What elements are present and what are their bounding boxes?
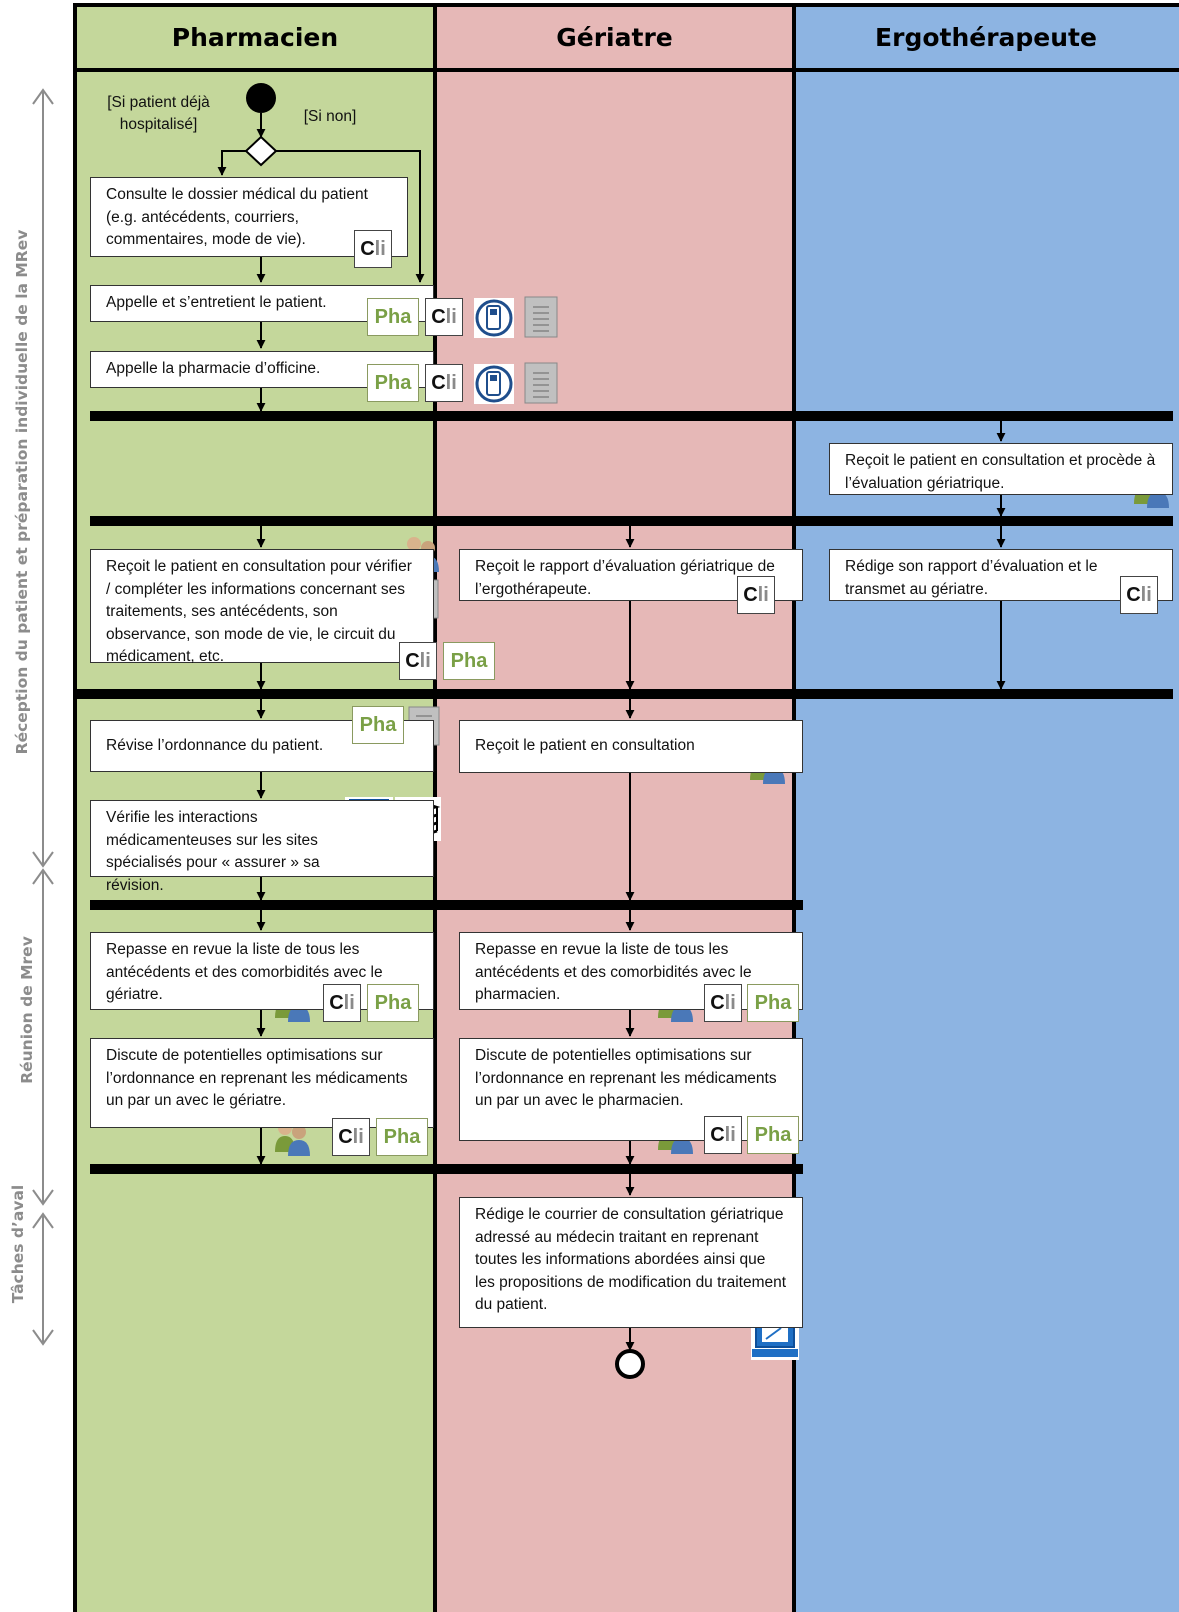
header-bottom-border bbox=[73, 68, 1179, 72]
step-recoit-patient-consultation: Reçoit le patient en consultation bbox=[459, 720, 803, 773]
sync-bar bbox=[90, 411, 1173, 421]
decision-node bbox=[244, 135, 278, 167]
step-consulte-dossier: Consulte le dossier médical du patient (… bbox=[90, 177, 408, 257]
lane-header-pharmacien: Pharmacien bbox=[171, 23, 339, 52]
step-recoit-patient-verifier: Reçoit le patient en consultation pour v… bbox=[90, 549, 434, 665]
guard-deja-hospitalise: [Si patient déjà hospitalisé] bbox=[107, 94, 210, 133]
step-repasse-revue-geriatre: Repasse en revue la liste de tous les an… bbox=[459, 932, 803, 1010]
lane-ergotherapeute bbox=[795, 5, 1179, 1612]
step-discute-pharmacien: Discute de potentielles optimisations su… bbox=[90, 1038, 434, 1128]
start-node bbox=[246, 83, 276, 113]
document-icon bbox=[524, 296, 558, 338]
document-icon bbox=[524, 362, 558, 404]
step-redige-rapport: Rédige son rapport d’évaluation et le tr… bbox=[829, 549, 1173, 601]
step-verifie-interactions: Vérifie les interactions médicamenteuses… bbox=[90, 800, 434, 894]
lane-border bbox=[792, 5, 796, 1612]
phone-icon bbox=[474, 364, 514, 404]
header-top-border bbox=[73, 3, 1179, 7]
sync-bar bbox=[76, 689, 1173, 699]
lane-border bbox=[73, 5, 77, 1612]
step-revise-ordonnance: Révise l’ordonnance du patient. bbox=[90, 720, 434, 772]
sync-bar bbox=[90, 900, 803, 910]
step-discute-geriatre: Discute de potentielles optimisations su… bbox=[459, 1038, 803, 1141]
lane-header-geriatre: Gériatre bbox=[556, 23, 673, 52]
sync-bar bbox=[90, 516, 1173, 526]
sync-bar bbox=[90, 1164, 803, 1174]
end-node bbox=[615, 1349, 645, 1379]
step-redige-courrier: Rédige le courrier de consultation géria… bbox=[459, 1197, 803, 1328]
lane-header-ergotherapeute: Ergothérapeute bbox=[875, 23, 1097, 52]
step-appelle-patient: Appelle et s’entretient le patient. bbox=[90, 285, 434, 322]
step-evaluation-geriatrique: Reçoit le patient en consultation et pro… bbox=[829, 443, 1173, 495]
phone-icon bbox=[474, 298, 514, 338]
lane-geriatre bbox=[435, 5, 795, 1612]
guard-si-non: [Si non] bbox=[303, 108, 357, 125]
